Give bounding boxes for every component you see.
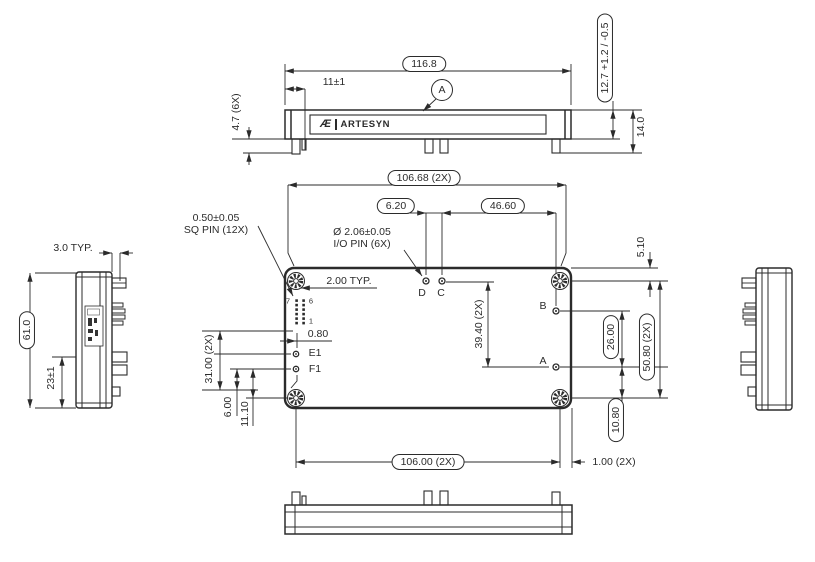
io-pin-centers — [295, 280, 557, 370]
pin-number-6: 6 — [308, 296, 314, 306]
main-view-outline — [283, 266, 573, 410]
brand-name: ARTESYN — [340, 118, 391, 130]
artesyn-monogram-icon: Æ — [320, 118, 331, 130]
dim-dc-to-a: 39.40 (2X) — [472, 299, 485, 349]
note-sq-pin-line1: 0.50±0.05 — [192, 211, 240, 224]
right-side-view — [740, 267, 793, 411]
balloon-a: A — [431, 79, 453, 101]
dim-hole-vspan: 50.80 (2X) — [638, 313, 656, 381]
dim-dc-spacing: 6.20 — [376, 197, 416, 215]
dim-cb-spacing: 46.60 — [480, 197, 526, 215]
mounting-hole — [551, 272, 569, 290]
sq-pin-grid — [295, 299, 305, 325]
artesyn-logo: Æ ARTESYN — [320, 118, 390, 130]
mounting-holes — [287, 272, 569, 407]
pin-label-c: C — [437, 286, 445, 299]
mounting-hole — [287, 272, 305, 290]
pin-label-e1: E1 — [308, 346, 322, 359]
dim-pin-typ: 3.0 TYP. — [53, 241, 93, 254]
dim-a-offset: 10.80 — [607, 397, 625, 443]
dim-pin-offset: 11±1 — [322, 75, 346, 88]
dim-edge-offset: 1.00 (2X) — [592, 455, 636, 468]
logo-divider — [335, 118, 337, 130]
note-sq-pin: 0.50±0.05 SQ PIN (12X) — [184, 212, 248, 236]
pin-label-b: B — [539, 299, 547, 312]
dim-pin-row: 23±1 — [44, 366, 57, 390]
product-label — [84, 305, 104, 347]
dim-e1-offset: 31.00 (2X) — [202, 334, 215, 384]
note-io-pin-line2: I/O PIN (6X) — [333, 238, 391, 250]
top-view-outline — [284, 109, 572, 155]
dim-module-height: 61.0 — [18, 310, 36, 350]
pin-number-7: 7 — [285, 296, 291, 306]
dim-ba-spacing: 26.00 — [602, 314, 620, 360]
note-io-pin: Ø 2.06±0.05 I/O PIN (6X) — [333, 226, 391, 250]
pin-label-a: A — [539, 354, 547, 367]
bottom-view — [284, 490, 573, 535]
mounting-hole — [287, 389, 305, 407]
note-io-pin-line1: Ø 2.06±0.05 — [333, 225, 391, 238]
dim-col-offset: 0.80 — [307, 327, 329, 340]
main-view-pins — [292, 277, 560, 373]
dim-f1-offset-a: 6.00 — [221, 396, 234, 418]
dim-hole-hspan: 106.00 (2X) — [391, 453, 465, 471]
pin-label-d: D — [418, 286, 426, 299]
mounting-hole — [551, 389, 569, 407]
left-side-dimensions — [27, 250, 133, 409]
pin-number-1: 1 — [308, 316, 314, 326]
dim-total-height: 14.0 — [634, 116, 647, 138]
note-sq-pin-line2: SQ PIN (12X) — [183, 224, 249, 236]
dim-overall-width: 116.8 — [402, 55, 446, 73]
top-view-dimensions — [232, 64, 642, 165]
pin-label-f1: F1 — [308, 362, 322, 375]
dim-pin-pitch: 2.00 TYP. — [326, 274, 372, 287]
dim-body-height: 12.7 +1.2 / -0.5 — [596, 13, 614, 103]
dim-pin-height: 4.7 (6X) — [229, 93, 242, 131]
left-side-view — [75, 271, 128, 409]
dim-top-edge: 5.10 — [634, 236, 647, 258]
dim-f1-offset-b: 11.10 — [238, 401, 251, 427]
dim-hole-span: 106.68 (2X) — [387, 169, 461, 187]
